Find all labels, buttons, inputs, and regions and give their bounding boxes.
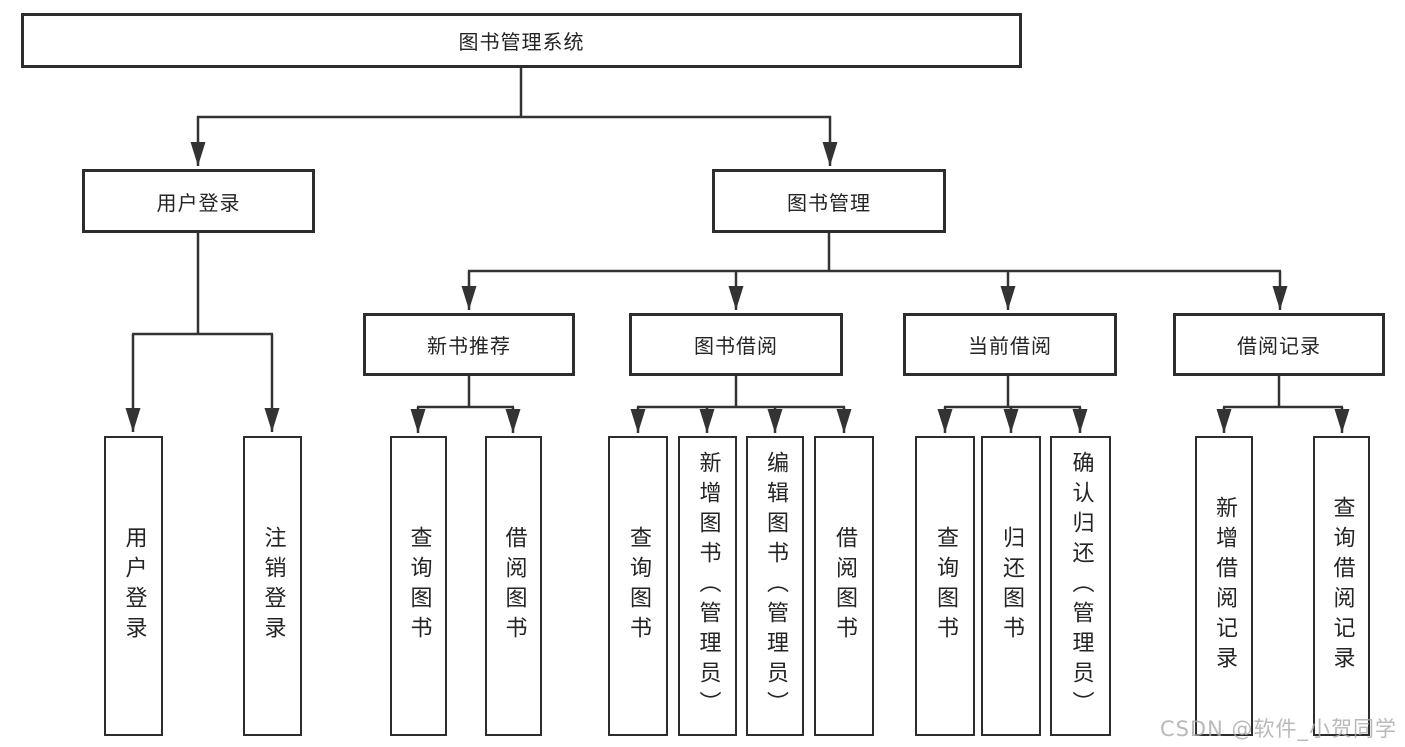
leaf-return-books: 归还图书 bbox=[981, 436, 1041, 736]
leaf-logout-label: 注销登录 bbox=[260, 526, 286, 646]
leaf-borrow-query-books-label: 查询图书 bbox=[626, 526, 651, 646]
leaf-new-book-query-books-label: 查询图书 bbox=[406, 526, 432, 646]
leaf-borrow-query-books: 查询图书 bbox=[608, 436, 668, 736]
csdn-watermark: CSDN @软件_小贺同学 bbox=[1159, 717, 1397, 741]
node-borrowing-records: 借阅记录 bbox=[1173, 313, 1385, 376]
node-borrowing-records-label: 借阅记录 bbox=[1237, 334, 1321, 358]
connector-user-login bbox=[125, 233, 280, 432]
leaf-current-query-books-label: 查询图书 bbox=[933, 526, 958, 646]
node-new-book-recommendation: 新书推荐 bbox=[363, 313, 575, 376]
leaf-edit-books-admin: 编辑图书（管理员） bbox=[746, 436, 804, 736]
leaf-add-books-admin: 新增图书（管理员） bbox=[678, 436, 737, 736]
leaf-borrow-books-label: 借阅图书 bbox=[832, 526, 857, 646]
leaf-edit-books-admin-label: 编辑图书（管理员） bbox=[763, 451, 788, 721]
leaf-return-books-label: 归还图书 bbox=[999, 526, 1024, 646]
leaf-new-book-borrow-books-label: 借阅图书 bbox=[501, 526, 527, 646]
node-root-label: 图书管理系统 bbox=[458, 30, 585, 54]
leaf-borrow-books: 借阅图书 bbox=[814, 436, 874, 736]
node-current-borrowing-label: 当前借阅 bbox=[968, 334, 1052, 358]
connector-root bbox=[190, 68, 838, 166]
leaf-query-borrow-record: 查询借阅记录 bbox=[1313, 436, 1370, 736]
node-book-borrowing: 图书借阅 bbox=[629, 313, 843, 376]
leaf-add-books-admin-label: 新增图书（管理员） bbox=[695, 451, 721, 721]
leaf-add-borrow-record-label: 新增借阅记录 bbox=[1212, 496, 1237, 676]
leaf-query-borrow-record-label: 查询借阅记录 bbox=[1329, 496, 1355, 676]
connector-new-book-recommendation bbox=[410, 376, 521, 433]
leaf-logout: 注销登录 bbox=[243, 436, 302, 736]
leaf-add-borrow-record: 新增借阅记录 bbox=[1195, 436, 1253, 736]
leaf-user-login: 用户登录 bbox=[104, 436, 163, 736]
node-new-book-recommendation-label: 新书推荐 bbox=[427, 334, 511, 358]
leaf-user-login-label: 用户登录 bbox=[121, 526, 147, 646]
node-current-borrowing: 当前借阅 bbox=[903, 313, 1117, 376]
leaf-new-book-borrow-books: 借阅图书 bbox=[485, 436, 542, 736]
connector-borrowing-records bbox=[1216, 376, 1350, 433]
leaf-confirm-return-admin: 确认归还（管理员） bbox=[1050, 436, 1111, 736]
leaf-current-query-books: 查询图书 bbox=[915, 436, 975, 736]
node-book-management: 图书管理 bbox=[712, 169, 946, 233]
node-user-login-label: 用户登录 bbox=[156, 190, 241, 215]
connector-book-borrowing bbox=[630, 376, 852, 433]
node-book-borrowing-label: 图书借阅 bbox=[694, 334, 778, 358]
connector-current-borrowing bbox=[937, 376, 1088, 433]
connector-book-management bbox=[461, 233, 1288, 310]
leaf-new-book-query-books: 查询图书 bbox=[390, 436, 447, 736]
node-user-login: 用户登录 bbox=[82, 169, 315, 233]
node-book-management-label: 图书管理 bbox=[787, 190, 871, 215]
node-root-library-management-system: 图书管理系统 bbox=[21, 13, 1022, 68]
leaf-confirm-return-admin-label: 确认归还（管理员） bbox=[1068, 451, 1094, 721]
